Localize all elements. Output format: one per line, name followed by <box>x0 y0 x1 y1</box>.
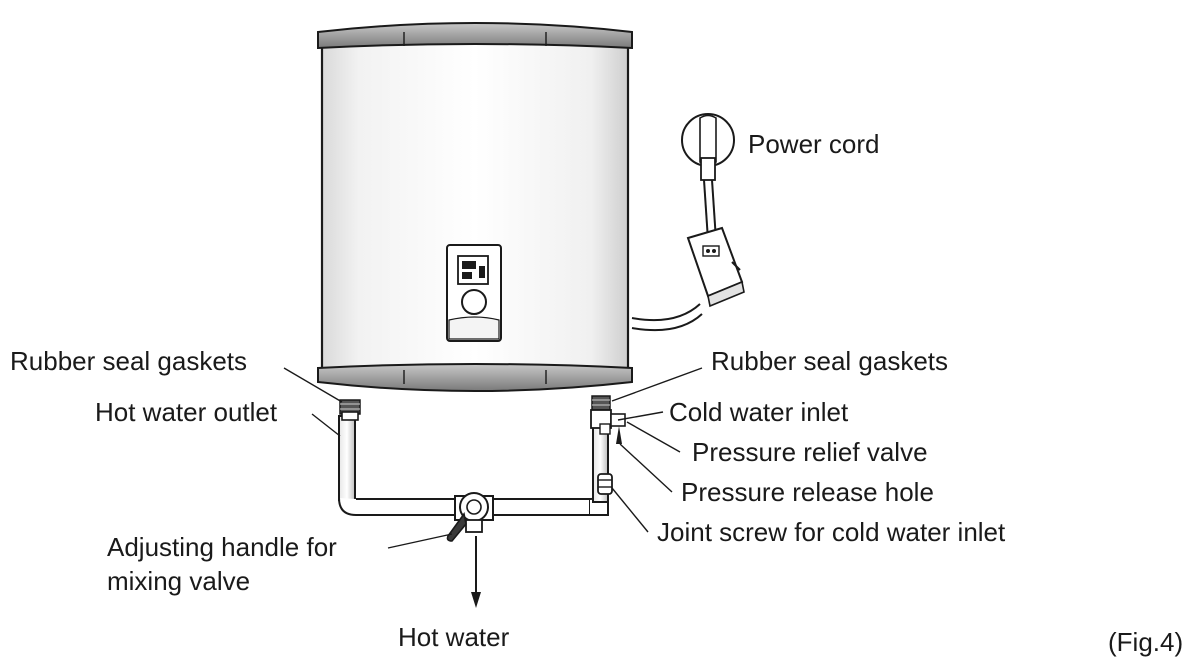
label-hot-water-outlet: Hot water outlet <box>95 397 278 427</box>
pressure-release-hole-icon <box>616 426 622 444</box>
label-adjusting-handle-line2: mixing valve <box>107 566 250 596</box>
label-pressure-relief-valve: Pressure relief valve <box>692 437 928 467</box>
left-fitting <box>339 399 361 421</box>
power-cord <box>631 113 745 332</box>
figure-caption: (Fig.4) <box>1108 627 1183 657</box>
label-joint-screw: Joint screw for cold water inlet <box>657 517 1006 547</box>
label-pressure-release-hole: Pressure release hole <box>681 477 934 507</box>
joint-screw-icon <box>597 473 613 495</box>
adjusting-handle-icon <box>446 512 467 542</box>
label-hot-water: Hot water <box>398 622 510 652</box>
label-power-cord: Power cord <box>748 129 880 159</box>
temperature-knob-icon <box>461 289 487 315</box>
label-cold-water-inlet: Cold water inlet <box>669 397 849 427</box>
label-rubber-seal-gaskets-right: Rubber seal gaskets <box>711 346 948 376</box>
right-fitting <box>590 395 626 495</box>
leader-lines <box>283 367 703 549</box>
label-rubber-seal-gaskets-left: Rubber seal gaskets <box>10 346 247 376</box>
control-panel <box>446 244 502 342</box>
mixing-valve <box>446 492 494 542</box>
hot-water-arrow-icon <box>471 536 481 608</box>
label-adjusting-handle-line1: Adjusting handle for <box>107 532 337 562</box>
